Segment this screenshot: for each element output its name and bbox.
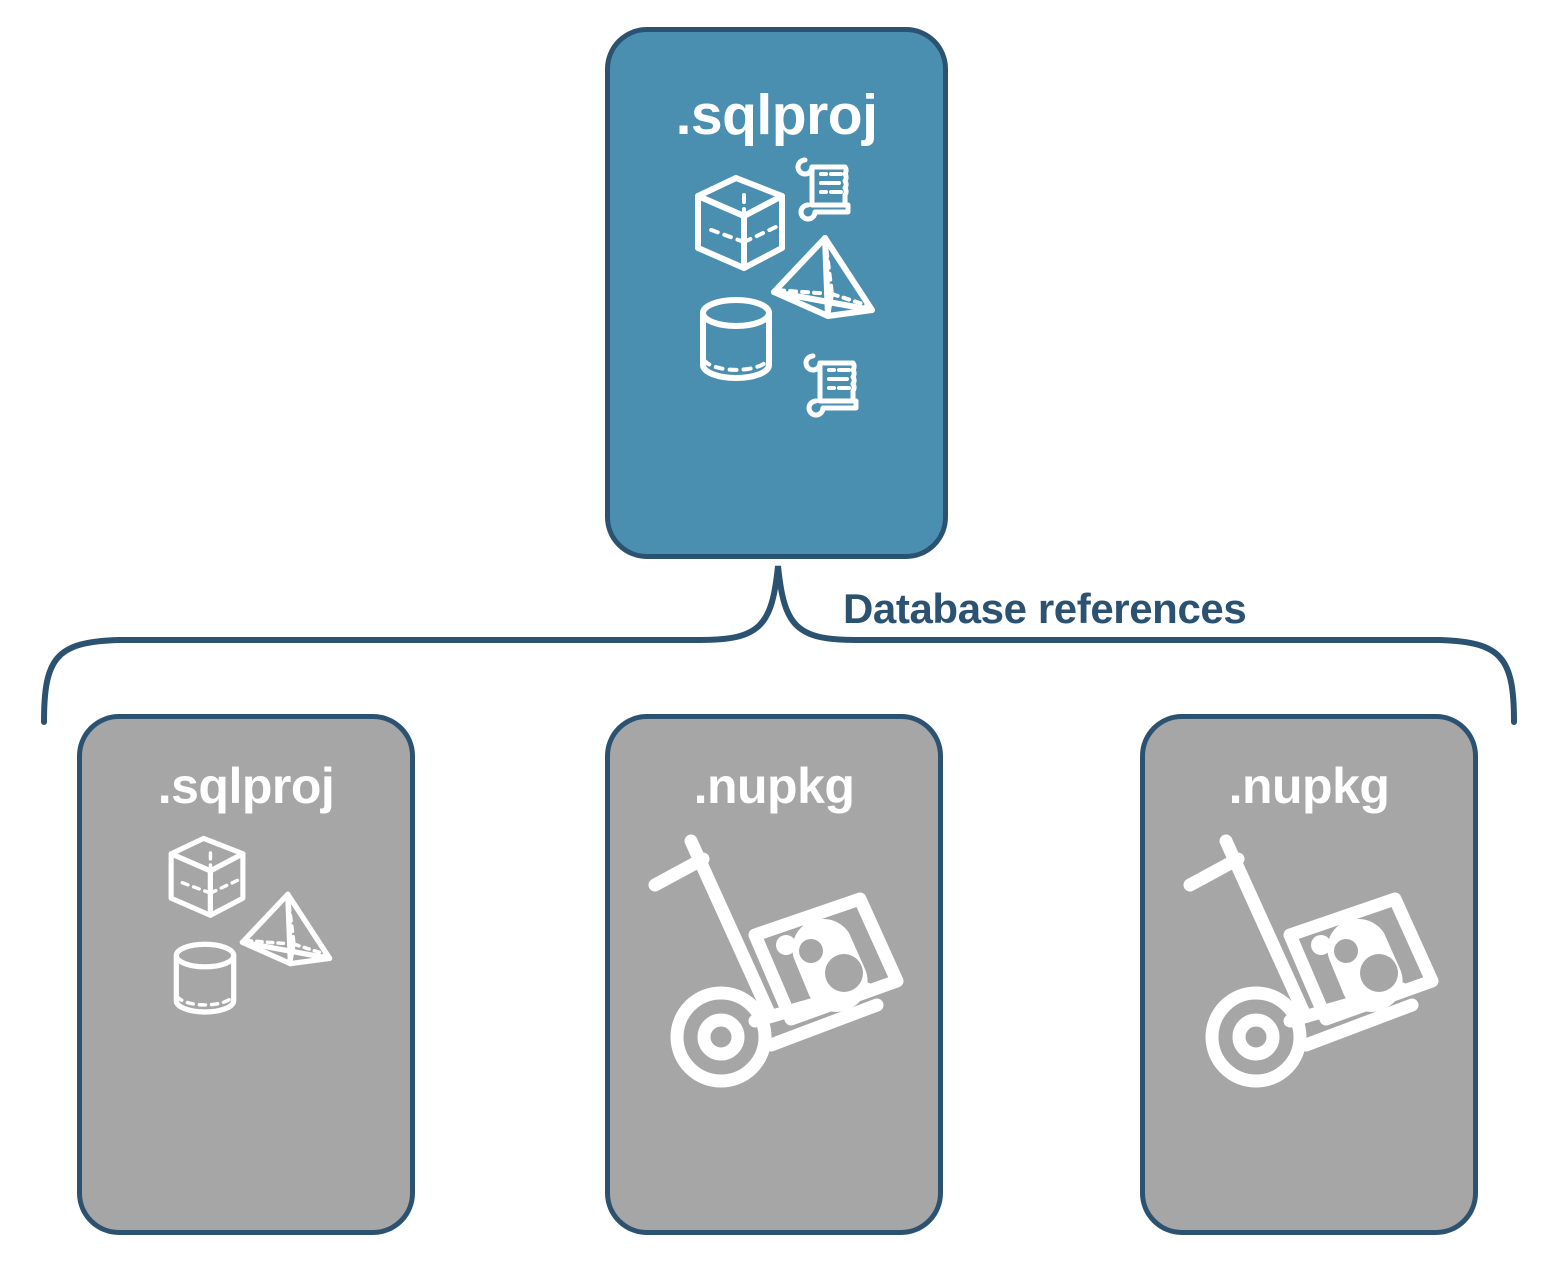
cylinder-icon bbox=[700, 297, 772, 381]
node-title: .nupkg bbox=[693, 758, 855, 814]
node-title: .sqlproj bbox=[675, 83, 878, 147]
cube-icon bbox=[168, 835, 246, 918]
node-icon-group bbox=[1145, 811, 1473, 1230]
nuget-package-dolly-icon bbox=[1183, 834, 1439, 1088]
node-title: .nupkg bbox=[1228, 758, 1390, 814]
cylinder-icon bbox=[173, 941, 237, 1015]
node-nupkg-reference-1[interactable]: .nupkg bbox=[605, 714, 943, 1235]
cube-icon bbox=[695, 175, 785, 271]
node-title: .sqlproj bbox=[157, 758, 335, 814]
pyramid-icon bbox=[771, 235, 875, 319]
node-nupkg-reference-2[interactable]: .nupkg bbox=[1140, 714, 1478, 1235]
scroll-icon bbox=[795, 157, 851, 222]
node-sqlproj-root[interactable]: .sqlproj bbox=[605, 27, 948, 559]
node-icon-group bbox=[610, 144, 943, 554]
database-references-brace bbox=[41, 565, 1517, 725]
nuget-package-dolly-icon bbox=[648, 834, 904, 1088]
scroll-icon bbox=[803, 353, 859, 418]
node-icon-group bbox=[82, 811, 410, 1230]
node-icon-group bbox=[610, 811, 938, 1230]
connector-label: Database references bbox=[843, 585, 1247, 632]
node-sqlproj-reference[interactable]: .sqlproj bbox=[77, 714, 415, 1235]
pyramid-icon bbox=[239, 891, 333, 967]
